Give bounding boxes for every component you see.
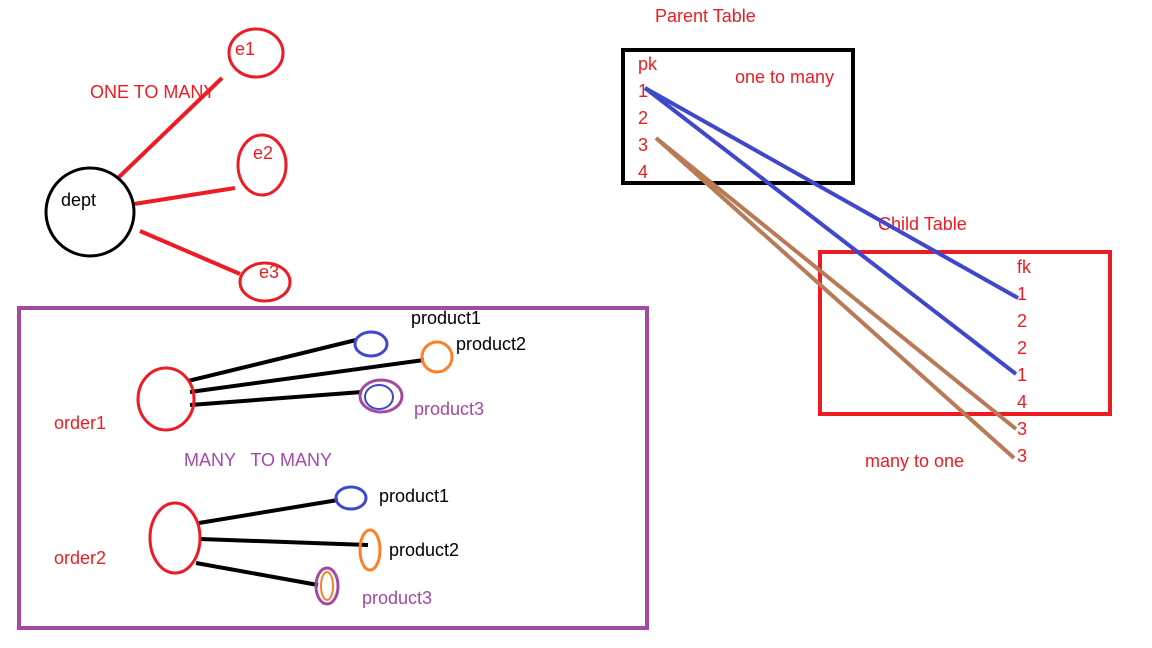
order1-product3-label: product3 bbox=[414, 399, 484, 419]
order1-product1-node bbox=[353, 330, 389, 358]
child-row-2: 2 bbox=[1017, 311, 1027, 331]
parent-row-2: 2 bbox=[638, 108, 648, 128]
child-fk-header: fk bbox=[1017, 257, 1032, 277]
link-pk1-fk1-first bbox=[644, 86, 1019, 300]
parent-pk-header: pk bbox=[638, 54, 658, 74]
order2-label: order2 bbox=[54, 548, 106, 568]
link-pk1-fk1-second bbox=[643, 86, 1018, 376]
edge-order2-product2 bbox=[199, 537, 369, 547]
parent-row-1: 1 bbox=[638, 81, 648, 101]
e1-label: e1 bbox=[235, 39, 255, 59]
many-to-many-diagram: order1 product1 product2 product3 MANY T… bbox=[17, 306, 649, 630]
edge-dept-e2 bbox=[133, 186, 236, 206]
many-to-many-heading: MANY TO MANY bbox=[184, 450, 332, 470]
many-to-many-frame bbox=[17, 306, 649, 630]
child-table-title: Child Table bbox=[878, 214, 967, 234]
edge-order1-product2 bbox=[189, 358, 425, 394]
order2-product2-node bbox=[358, 528, 382, 572]
order1-product3-inner bbox=[364, 384, 394, 410]
parent-row-4: 4 bbox=[638, 162, 648, 182]
many-to-one-relation-label: many to one bbox=[865, 451, 964, 471]
order2-product3-label: product3 bbox=[362, 588, 432, 608]
e3-label: e3 bbox=[259, 262, 279, 282]
e2-node bbox=[236, 133, 288, 197]
parent-table-title: Parent Table bbox=[655, 6, 756, 26]
edge-order2-product1 bbox=[198, 498, 339, 525]
child-row-3: 2 bbox=[1017, 338, 1027, 358]
child-row-5: 4 bbox=[1017, 392, 1027, 412]
edge-order1-product1 bbox=[187, 338, 357, 383]
one-to-many-diagram: ONE TO MANY dept e1 e2 e3 bbox=[44, 27, 292, 303]
e1-node bbox=[227, 27, 285, 79]
e2-label: e2 bbox=[253, 143, 273, 163]
dept-label: dept bbox=[61, 190, 96, 210]
parent-row-3: 3 bbox=[638, 135, 648, 155]
order2-product3-inner bbox=[320, 571, 334, 601]
child-row-1: 1 bbox=[1017, 284, 1027, 304]
link-pk3-fk3-first bbox=[654, 136, 1018, 431]
table-relationship-diagram: Parent Table pk 1 2 3 4 one to many Chil… bbox=[621, 6, 1112, 471]
child-row-7: 3 bbox=[1017, 446, 1027, 466]
e3-node bbox=[238, 261, 292, 303]
one-to-many-heading: ONE TO MANY bbox=[90, 82, 215, 102]
order1-product1-label: product1 bbox=[411, 308, 481, 328]
order1-node bbox=[136, 366, 196, 432]
edge-order1-product3 bbox=[189, 390, 363, 407]
edge-order2-product3 bbox=[195, 561, 319, 587]
edge-dept-e3 bbox=[139, 229, 241, 276]
dept-node bbox=[44, 166, 136, 258]
order2-product1-node bbox=[334, 485, 368, 511]
order2-node bbox=[148, 501, 202, 575]
order1-label: order1 bbox=[54, 413, 106, 433]
order2-product3-node bbox=[314, 566, 340, 606]
order1-product3-node bbox=[358, 378, 404, 414]
order2-product2-label: product2 bbox=[389, 540, 459, 560]
order1-product2-label: product2 bbox=[456, 334, 526, 354]
order2-product1-label: product1 bbox=[379, 486, 449, 506]
edge-dept-e1 bbox=[116, 76, 224, 180]
link-pk3-fk3-second bbox=[654, 136, 1016, 460]
child-row-4: 1 bbox=[1017, 365, 1027, 385]
child-row-6: 3 bbox=[1017, 419, 1027, 439]
order1-product2-node bbox=[420, 340, 454, 374]
one-to-many-relation-label: one to many bbox=[735, 67, 834, 87]
parent-table-box bbox=[621, 48, 855, 185]
